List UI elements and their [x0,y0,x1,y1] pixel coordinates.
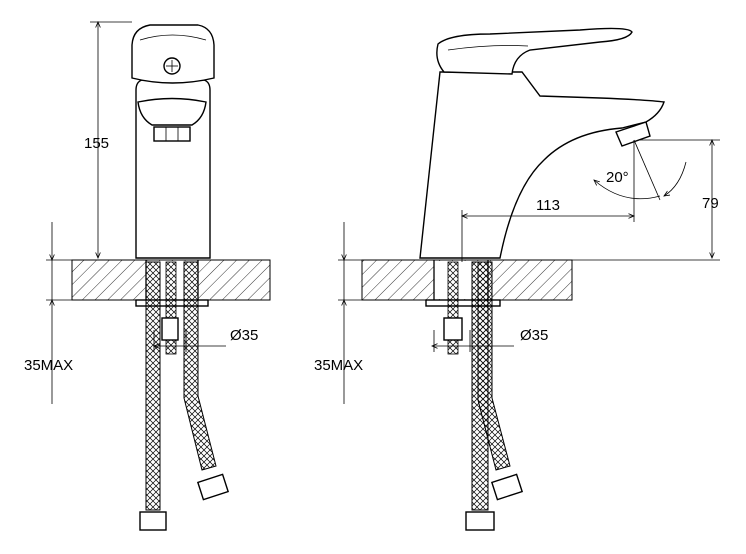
dim-mount-max-front: 35MAX [24,357,73,374]
dim-reach: 113 [536,197,560,214]
side-faucet-body [419,71,665,259]
front-threaded-rod [165,261,177,355]
front-hose-left-fitting [139,511,167,531]
side-base-plate [425,299,501,307]
side-view: 113 79 20° 35MAX Ø35 [314,27,720,531]
dim-hole-diameter-front: Ø35 [230,327,258,344]
side-nut [443,317,463,341]
side-hose-rear [477,261,511,471]
dim-height-front: 155 [84,135,109,152]
front-hose-right [183,261,217,471]
side-hose-rear-fitting [490,473,524,501]
front-handle-lever [131,24,215,84]
dim-angle: 20° [606,169,629,186]
front-nut [161,317,179,341]
side-handle-lever [436,27,633,75]
side-hose-front-fitting [465,511,495,531]
front-hose-right-fitting [196,473,230,501]
front-aerator [137,97,207,126]
dim-hole-diameter-side: Ø35 [520,327,548,344]
side-threaded-rod [447,261,459,355]
front-view: 155 35MAX Ø35 [24,22,271,531]
side-aerator [615,121,651,147]
dim-spout-height: 79 [702,195,719,212]
front-hose-left [145,261,161,511]
dim-mount-max-side: 35MAX [314,357,363,374]
front-aerator-nut [153,126,191,142]
